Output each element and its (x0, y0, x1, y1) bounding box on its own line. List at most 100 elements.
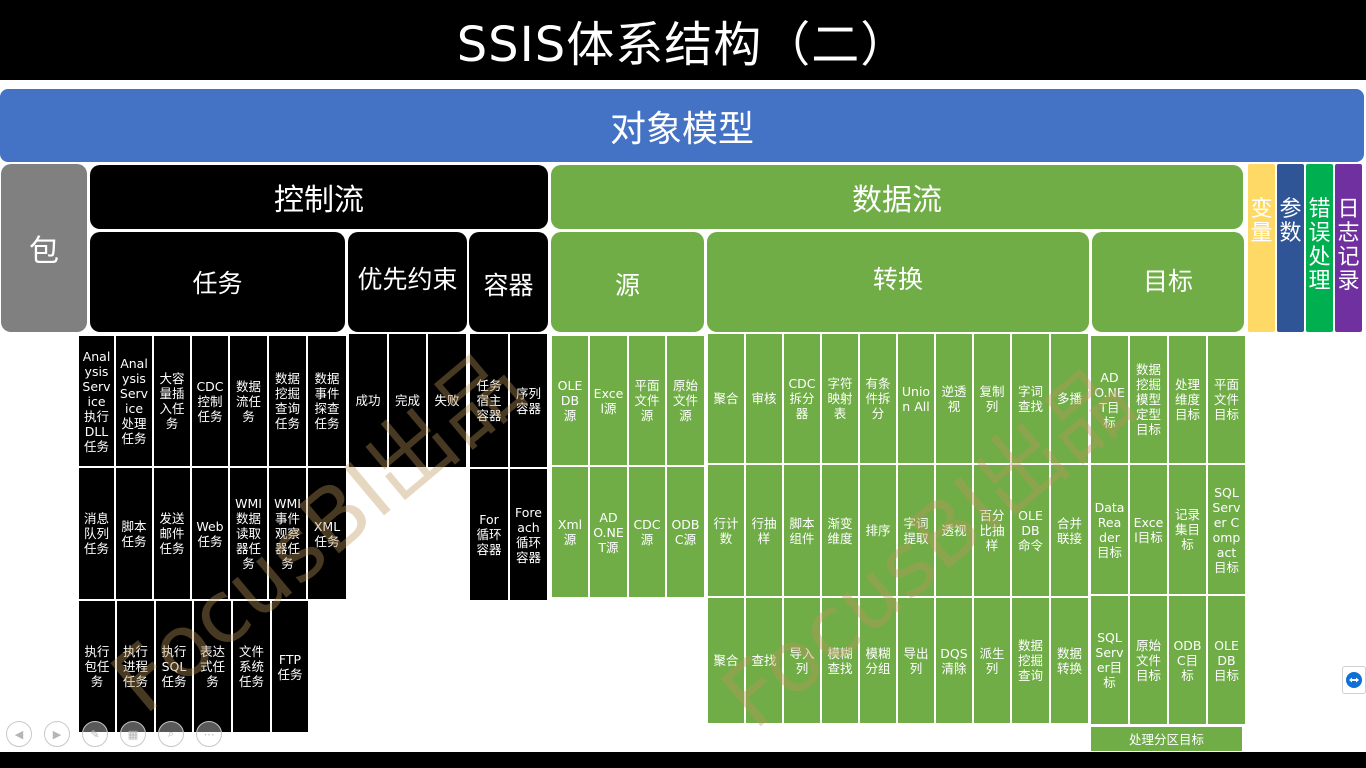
task-item: Analysis Service处理任务 (115, 335, 153, 467)
destination-item: SQL Server目标 (1090, 595, 1129, 725)
task-item: 脚本任务 (115, 467, 153, 600)
container-item: 任务宿主容器 (469, 333, 509, 468)
destination-item: 平面文件目标 (1207, 335, 1246, 464)
transform-item: 数据转换 (1050, 597, 1089, 724)
teamviewer-icon[interactable] (1342, 666, 1366, 694)
control-flow-header: 控制流 (90, 165, 548, 229)
task-item: FTP任务 (271, 600, 309, 733)
transform-item: 模糊查找 (821, 597, 859, 724)
tasks-header: 任务 (90, 232, 345, 332)
task-item: 消息队列任务 (78, 467, 115, 600)
task-item: 数据事件探查任务 (307, 335, 347, 467)
transform-item: 审核 (745, 333, 783, 464)
transform-item: CDC拆分器 (783, 333, 821, 464)
transform-item: 导出列 (897, 597, 935, 724)
transform-item: 聚合 (707, 333, 745, 464)
destination-item: ODBC目标 (1168, 595, 1207, 725)
containers-header: 容器 (469, 232, 548, 332)
source-item: Excel源 (589, 335, 628, 466)
more-icon[interactable]: ⋯ (196, 721, 222, 747)
task-item: 执行SQL任务 (155, 600, 193, 733)
transform-item: 排序 (859, 464, 897, 597)
source-item: 原始文件源 (666, 335, 705, 466)
source-item: CDC源 (628, 466, 666, 598)
task-item: WMI数据读取器任务 (229, 467, 268, 600)
transform-item: 复制列 (973, 333, 1011, 464)
transform-item: 派生列 (973, 597, 1011, 724)
transform-item: 数据挖掘查询 (1011, 597, 1050, 724)
object-model-header: 对象模型 (0, 89, 1364, 162)
slides-icon[interactable]: ▦ (120, 721, 146, 747)
task-item: 文件系统任务 (232, 600, 271, 733)
transform-item: 脚本组件 (783, 464, 821, 597)
destination-item: Excel目标 (1129, 464, 1168, 595)
task-item: 执行包任务 (78, 600, 116, 733)
transform-item: Union All (897, 333, 935, 464)
container-item: 序列容器 (509, 333, 548, 468)
transform-item: 逆透视 (935, 333, 973, 464)
destination-item: SQL Server Compact 目标 (1207, 464, 1246, 595)
transform-item: 导入列 (783, 597, 821, 724)
destination-item: 原始文件目标 (1129, 595, 1168, 725)
pen-icon[interactable]: ✎ (82, 721, 108, 747)
task-item: XML任务 (307, 467, 347, 600)
task-item: Analysis Service执行DLL任务 (78, 335, 115, 467)
precedence-item: 成功 (348, 333, 388, 468)
transform-item: 模糊分组 (859, 597, 897, 724)
task-item: Web任务 (191, 467, 229, 600)
transforms-header: 转换 (707, 232, 1089, 332)
bottom-bar (0, 752, 1366, 768)
transform-item: 百分比抽样 (973, 464, 1011, 597)
transform-item: 合并联接 (1050, 464, 1089, 597)
transform-item: 字符映射表 (821, 333, 859, 464)
data-flow-header: 数据流 (551, 165, 1243, 229)
destination-item: 处理分区目标 (1090, 726, 1243, 752)
task-item: WMI事件观察器任务 (268, 467, 307, 600)
destination-item: 数据挖掘模型定型目标 (1129, 335, 1168, 464)
transform-item: 聚合 (707, 597, 745, 724)
prev-icon[interactable]: ◀ (6, 721, 32, 747)
precedence-item: 完成 (388, 333, 427, 468)
transform-item: 字词提取 (897, 464, 935, 597)
transform-item: 有条件拆分 (859, 333, 897, 464)
source-item: ODBC源 (666, 466, 705, 598)
zoom-icon[interactable]: ⌕ (158, 721, 184, 747)
precedence-header: 优先约束 (348, 232, 467, 332)
task-item: 数据流任务 (229, 335, 268, 467)
destination-item: 处理维度目标 (1168, 335, 1207, 464)
precedence-item: 失败 (427, 333, 467, 468)
title-bar (0, 0, 1366, 80)
task-item: 大容量插入任务 (153, 335, 191, 467)
logging-box: 日志记录 (1335, 164, 1362, 332)
transform-item: 行抽样 (745, 464, 783, 597)
task-item: 执行进程任务 (116, 600, 155, 733)
teamviewer-glyph (1346, 672, 1362, 688)
package-box: 包 (1, 164, 87, 332)
transform-item: 查找 (745, 597, 783, 724)
task-item: 数据挖掘查询任务 (268, 335, 307, 467)
transform-item: 多播 (1050, 333, 1089, 464)
transform-item: 字词查找 (1011, 333, 1050, 464)
slide-title: SSIS体系结构（二） (456, 17, 910, 73)
sources-header: 源 (551, 232, 704, 332)
transform-item: 渐变维度 (821, 464, 859, 597)
task-item: 表达式任务 (193, 600, 232, 733)
container-item: Foreach循环容器 (509, 468, 548, 601)
destination-item: DataReader目标 (1090, 464, 1129, 595)
parameters-box: 参数 (1277, 164, 1304, 332)
transform-item: 行计数 (707, 464, 745, 597)
container-item: For循环容器 (469, 468, 509, 601)
transform-item: 透视 (935, 464, 973, 597)
source-item: OLE DB 源 (551, 335, 589, 466)
source-item: ADO.NET源 (589, 466, 628, 598)
source-item: Xml源 (551, 466, 589, 598)
destination-item: ADO.NET目标 (1090, 335, 1129, 464)
source-item: 平面文件源 (628, 335, 666, 466)
next-icon[interactable]: ▶ (44, 721, 70, 747)
transform-item: OLE DB 命令 (1011, 464, 1050, 597)
variables-box: 变量 (1248, 164, 1275, 332)
error-handling-box: 错误处理 (1306, 164, 1333, 332)
task-item: CDC控制任务 (191, 335, 229, 467)
destination-item: 记录集目标 (1168, 464, 1207, 595)
transform-item: DQS清除 (935, 597, 973, 724)
